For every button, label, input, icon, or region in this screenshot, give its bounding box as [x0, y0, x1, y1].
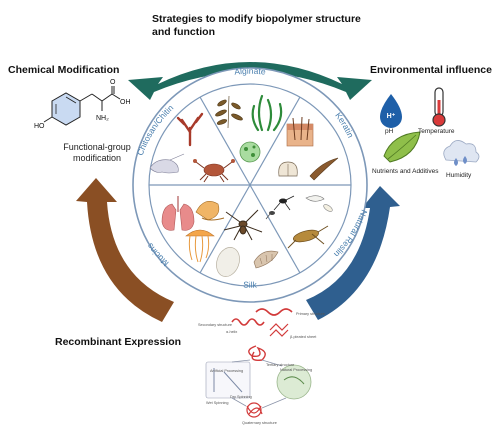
- wheel-label-silk: Silk: [243, 280, 258, 290]
- nutrients-label: Nutrients and Additives: [372, 168, 439, 175]
- seed-icon: [323, 204, 333, 212]
- silkworm-icon: [253, 250, 279, 269]
- environmental-influence-heading: Environmental influence: [370, 64, 492, 76]
- label-artificial: Artificial Processing: [210, 369, 243, 373]
- arrow-left-brown: [76, 178, 174, 322]
- shrimp-icon: [149, 153, 185, 174]
- main-title-line-2: and function: [152, 26, 215, 38]
- biopolymer-wheel: Alginate Keratin Natural Reslin Silk Muc…: [132, 66, 369, 303]
- quaternary-tangle: [246, 402, 263, 418]
- tertiary-coil: [248, 345, 266, 362]
- humidity-cloud-icon: [443, 140, 480, 166]
- label-tertiary: Tertiary structure: [266, 363, 294, 367]
- snail-icon: [195, 201, 225, 221]
- label-helix: α-helix: [226, 330, 237, 334]
- molecule-label-amine: NH₂: [96, 115, 109, 122]
- label-dry: Dry Spinning: [230, 395, 252, 399]
- molecule-label-carbonyl: O: [110, 79, 116, 86]
- label-primary: Primary structure: [296, 312, 325, 316]
- recombinant-expression-heading: Recombinant Expression: [55, 336, 182, 348]
- artificial-processing-box: [205, 361, 251, 399]
- horn-icon: [309, 157, 339, 181]
- wheel-label-alginate: Alginate: [234, 66, 267, 77]
- molecule-label-acid-oh: OH: [120, 99, 131, 106]
- cocoon-icon: [216, 247, 240, 277]
- lungs-icon: [161, 196, 195, 231]
- beta-sheet: [269, 323, 289, 337]
- thermometer-icon: [432, 87, 446, 127]
- recombinant-schematic: [205, 308, 312, 418]
- ph-symbol: H⁺: [387, 113, 396, 120]
- tyrosine-structure: [43, 86, 121, 126]
- functional-group-caption-line-2: modification: [72, 153, 122, 163]
- label-wet: Wet Spinning: [206, 401, 229, 405]
- alpha-helix: [231, 318, 265, 326]
- primary-chain: [255, 308, 293, 316]
- brown-kelp-icon: [215, 95, 243, 129]
- ph-label: pH: [385, 128, 394, 135]
- green-seaweed-icon: [251, 94, 283, 132]
- functional-group-caption-line-1: Functional-group: [63, 142, 131, 152]
- humidity-label: Humidity: [446, 172, 472, 179]
- flea-icon: [273, 195, 295, 211]
- label-quaternary: Quaternary structure: [242, 421, 277, 425]
- label-sheet: β-pleated sheet: [290, 335, 317, 339]
- natural-processing-dish: [276, 364, 312, 400]
- hoof-icon: [278, 161, 298, 177]
- skin-layers-icon: [286, 116, 314, 147]
- label-natural: Natural Processing: [280, 368, 312, 372]
- algae-dish-icon: [239, 141, 261, 163]
- label-secondary: Secondary structure: [198, 323, 232, 327]
- crab-icon: [193, 159, 235, 183]
- functional-group-caption: Functional-group modification: [52, 142, 142, 164]
- leaf-icon: [383, 131, 421, 163]
- wing-icon: [305, 195, 325, 202]
- locust-icon: [287, 225, 329, 249]
- small-insect-icon: [265, 211, 275, 220]
- arrow-right-blue: [306, 186, 400, 320]
- molecule-label-ho: HO: [34, 123, 45, 130]
- ph-drop-icon: [380, 94, 402, 128]
- main-title-line-1: Strategies to modify biopolymer structur…: [152, 13, 361, 25]
- chemical-modification-heading: Chemical Modification: [8, 64, 120, 76]
- coral-icon: [176, 112, 204, 147]
- temperature-label: Temperature: [418, 128, 455, 135]
- jellyfish-icon: [185, 229, 215, 263]
- spider-icon: [223, 209, 263, 241]
- main-title: Strategies to modify biopolymer structur…: [152, 13, 361, 39]
